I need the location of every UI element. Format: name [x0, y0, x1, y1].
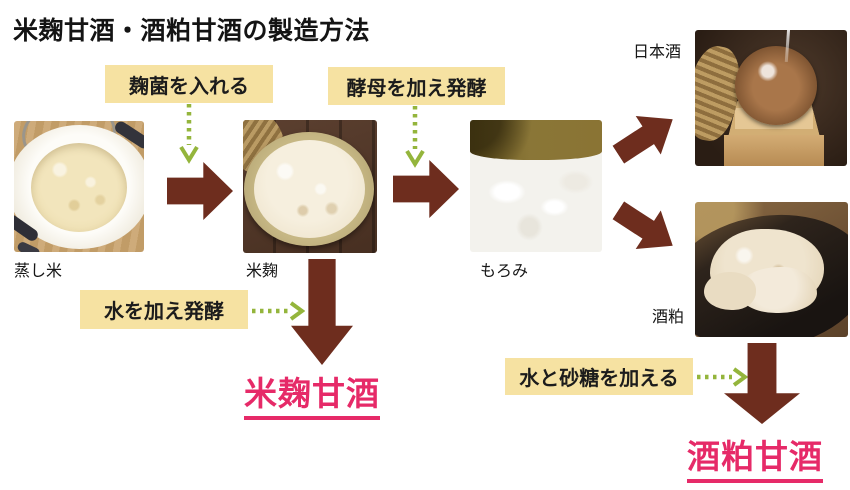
- sake-lees-photo: [695, 202, 848, 337]
- steamed-rice-photo: [14, 121, 144, 252]
- dotted-arrow-add-koji-icon: [179, 104, 199, 164]
- pot-handle: [15, 241, 42, 252]
- step-box-add-koji: 麹菌を入れる: [105, 65, 273, 103]
- step-box-add-water: 水を加え発酵: [80, 290, 248, 329]
- moromi-foam: [470, 151, 602, 252]
- result-koji-amazake: 米麹甘酒: [244, 367, 380, 420]
- masu-box-front: [723, 134, 825, 166]
- rice-koji-photo: [243, 120, 377, 253]
- page-title: 米麹甘酒・酒粕甘酒の製造方法: [13, 16, 371, 45]
- sake-photo: [695, 30, 847, 166]
- label-steamed-rice: 蒸し米: [14, 261, 63, 280]
- result-kasu-amazake: 酒粕甘酒: [687, 430, 823, 483]
- dotted-arrow-add-water-sugar-icon: [697, 367, 748, 387]
- sake-cup: [734, 46, 817, 126]
- arrow-steamed-rice-to-koji-icon: [167, 162, 233, 220]
- label-sake-lees: 酒粕: [652, 307, 685, 326]
- koji-rice-pile: [253, 139, 365, 239]
- moromi-photo: [470, 120, 602, 252]
- dotted-arrow-add-yeast-icon: [405, 106, 425, 168]
- label-sake: 日本酒: [633, 42, 682, 61]
- label-moromi: もろみ: [480, 261, 529, 280]
- arrow-moromi-to-sake-icon: [606, 100, 686, 174]
- steamed-rice-pile: [30, 143, 128, 233]
- step-box-add-yeast: 酵母を加え発酵: [328, 67, 505, 105]
- step-box-add-water-sugar: 水と砂糖を加える: [505, 358, 693, 395]
- arrow-koji-to-moromi-icon: [393, 160, 459, 218]
- dotted-arrow-add-water-icon: [252, 301, 305, 321]
- arrow-moromi-to-lees-icon: [606, 191, 686, 265]
- sake-lees-pile: [704, 272, 757, 310]
- label-rice-koji: 米麹: [246, 261, 279, 280]
